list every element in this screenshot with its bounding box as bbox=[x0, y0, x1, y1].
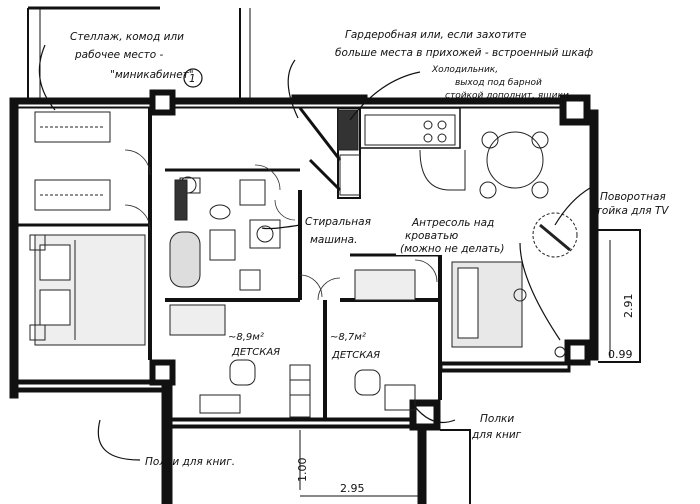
room-kids-2: ~8,7м² ДЕТСКАЯ bbox=[330, 332, 380, 361]
annotation-mezzanine-line1: Антресоль над bbox=[411, 217, 494, 229]
annotation-shelving-line2: рабочее место - bbox=[74, 49, 163, 61]
annotation-shelving-line3: "миникабинет" bbox=[110, 69, 194, 81]
room-kids-1: ~8,9м² ДЕТСКАЯ bbox=[228, 332, 280, 358]
annotation-mezzanine-line2: кроватью bbox=[405, 230, 458, 242]
dimension-balcony-width: 0.99 bbox=[608, 348, 633, 361]
dimension-bottom-width: 2.95 bbox=[340, 482, 365, 495]
room-kids-2-label: ДЕТСКАЯ bbox=[331, 350, 380, 361]
annotation-shelves-left: Полки для книг. bbox=[145, 456, 235, 468]
furniture bbox=[29, 109, 578, 418]
shelving-marker-number: 1 bbox=[189, 73, 196, 85]
leader-lines bbox=[38, 44, 591, 461]
annotation-washer-line2: машина. bbox=[310, 234, 357, 246]
annotation-fridge-line3: стойкой дополнит. ящики bbox=[445, 91, 569, 101]
annotation-shelves-right-line2: для книг bbox=[471, 429, 522, 441]
dimension-balcony-depth: 2.91 bbox=[622, 294, 635, 319]
annotation-washer: Стиральная машина. bbox=[302, 212, 374, 248]
annotation-wardrobe: Гардеробная или, если захотите больше ме… bbox=[335, 29, 593, 59]
annotation-shelves-right-line1: Полки bbox=[480, 413, 514, 425]
annotation-fridge: Холодильник, выход под барной стойкой до… bbox=[431, 65, 569, 101]
annotation-mezzanine: Антресоль над кроватью (можно не делать) bbox=[396, 215, 514, 255]
room-kids-1-area: ~8,9м² bbox=[228, 332, 264, 343]
annotation-shelves-right: Полки для книг bbox=[471, 413, 522, 441]
dimension-lines bbox=[299, 240, 640, 497]
annotation-shelving: Стеллаж, комод или рабочее место - "мини… bbox=[70, 31, 194, 81]
room-kids-1-label: ДЕТСКАЯ bbox=[231, 347, 280, 358]
annotation-washer-line1: Стиральная bbox=[305, 216, 371, 228]
dimension-bottom-depth: 1.00 bbox=[296, 458, 309, 483]
shelving-marker bbox=[183, 68, 203, 88]
annotation-wardrobe-line1: Гардеробная или, если захотите bbox=[345, 29, 527, 41]
annotation-tv-stand: Поворотная стойка для TV bbox=[590, 191, 669, 217]
annotation-mezzanine-line3: (можно не делать) bbox=[400, 243, 504, 255]
annotation-fridge-line1: Холодильник, bbox=[431, 65, 498, 75]
annotation-wardrobe-line2: больше места в прихожей - встроенный шка… bbox=[335, 47, 593, 59]
annotation-tv-stand-line2: стойка для TV bbox=[590, 205, 669, 217]
walls bbox=[9, 6, 641, 504]
room-kids-2-area: ~8,7м² bbox=[330, 332, 366, 343]
annotation-tv-stand-line1: Поворотная bbox=[600, 191, 666, 203]
door-swings bbox=[124, 149, 438, 301]
annotation-fridge-line2: выход под барной bbox=[455, 78, 542, 88]
annotation-shelving-line1: Стеллаж, комод или bbox=[70, 31, 184, 43]
